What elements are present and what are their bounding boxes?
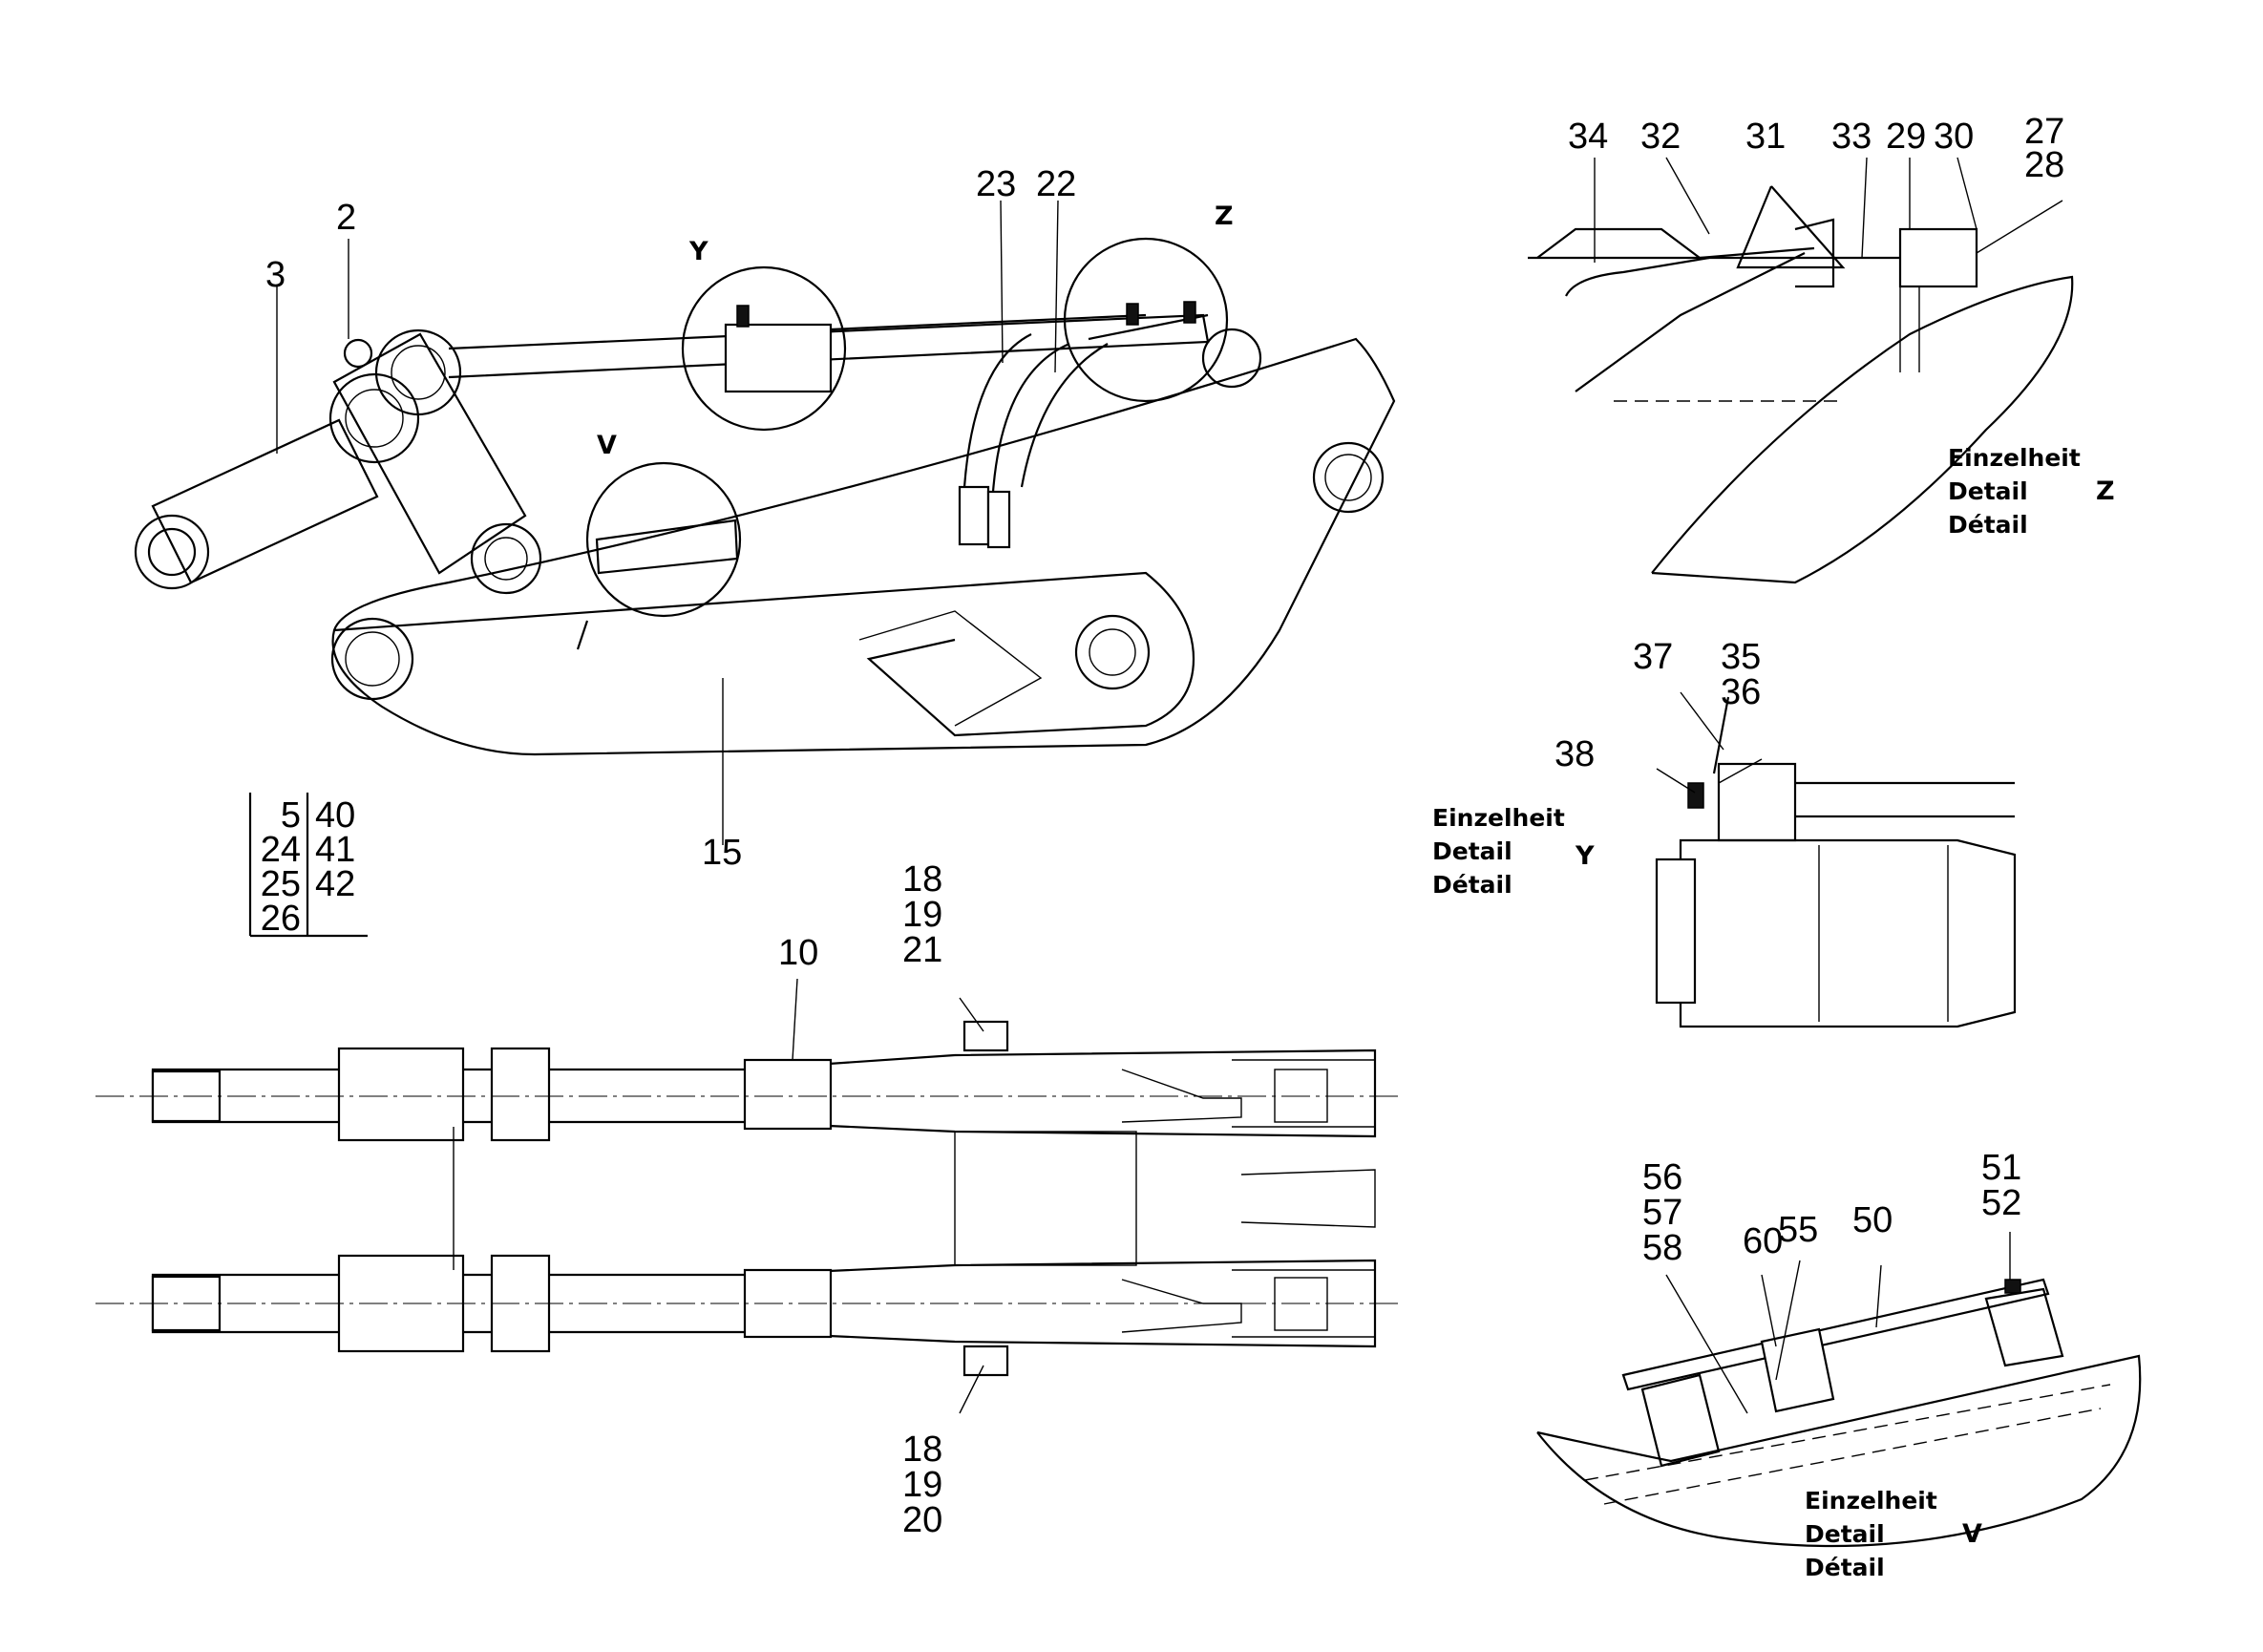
- leader-lines: [276, 157, 2063, 1414]
- detail-z-line1: Einzelheit: [1948, 444, 2081, 472]
- label-18-bottom: 18: [902, 1430, 942, 1470]
- label-31: 31: [1745, 116, 1786, 157]
- label-56: 56: [1642, 1157, 1682, 1197]
- label-19-bottom: 19: [902, 1465, 942, 1505]
- label-10: 10: [778, 933, 818, 973]
- label-3: 3: [265, 255, 286, 295]
- view-marker-v: V: [597, 431, 617, 460]
- label-29: 29: [1886, 116, 1926, 157]
- top-view-boom: [95, 1020, 1404, 1377]
- parts-table: 5 24 25 26 40 41 42: [248, 793, 368, 939]
- label-28: 28: [2024, 145, 2064, 185]
- label-27: 27: [2024, 112, 2064, 152]
- detail-z-drawing: [1528, 185, 2074, 584]
- label-55: 55: [1778, 1210, 1818, 1250]
- detail-caption-z: Einzelheit Detail Détail Z: [1948, 444, 2115, 539]
- parts-table-right-3: 42: [315, 864, 355, 904]
- detail-caption-v: Einzelheit Detail Détail V: [1805, 1487, 1982, 1581]
- label-21: 21: [902, 930, 942, 970]
- parts-table-left-4: 26: [261, 899, 301, 939]
- label-38: 38: [1554, 734, 1595, 774]
- label-57: 57: [1642, 1193, 1682, 1233]
- detail-z-letter: Z: [2096, 477, 2115, 506]
- detail-y-drawing: [1655, 696, 2017, 1028]
- label-37: 37: [1633, 637, 1673, 677]
- detail-caption-y: Einzelheit Detail Détail Y: [1432, 804, 1595, 899]
- detail-v-drawing: [1536, 1278, 2142, 1548]
- label-33: 33: [1831, 116, 1872, 157]
- label-32: 32: [1640, 116, 1681, 157]
- label-50: 50: [1852, 1200, 1893, 1240]
- label-18-top: 18: [902, 859, 942, 900]
- label-51: 51: [1981, 1148, 2021, 1188]
- label-19-top: 19: [902, 895, 942, 935]
- label-52: 52: [1981, 1183, 2021, 1223]
- detail-v-letter: V: [1962, 1519, 1982, 1549]
- label-23: 23: [976, 164, 1016, 204]
- detail-v-line1: Einzelheit: [1805, 1487, 1937, 1514]
- detail-z-line3: Détail: [1948, 511, 2028, 539]
- label-60: 60: [1743, 1221, 1783, 1261]
- detail-z-line2: Detail: [1948, 477, 2028, 505]
- label-30: 30: [1934, 116, 1974, 157]
- label-22: 22: [1036, 164, 1076, 204]
- side-view-boom: [134, 237, 1396, 756]
- parts-table-right-1: 40: [315, 795, 355, 836]
- label-2: 2: [336, 198, 356, 238]
- parts-table-right-2: 41: [315, 830, 355, 870]
- detail-y-line1: Einzelheit: [1432, 804, 1565, 832]
- detail-y-line3: Détail: [1432, 871, 1512, 899]
- detail-y-line2: Detail: [1432, 837, 1512, 865]
- label-15: 15: [702, 833, 742, 873]
- view-marker-y: Y: [688, 237, 709, 266]
- detail-v-line2: Detail: [1805, 1520, 1885, 1548]
- label-35: 35: [1721, 637, 1761, 677]
- view-marker-z: Z: [1215, 201, 1234, 231]
- parts-table-left-3: 25: [261, 864, 301, 904]
- detail-y-letter: Y: [1575, 841, 1595, 871]
- label-20: 20: [902, 1500, 942, 1540]
- detail-v-line3: Détail: [1805, 1554, 1885, 1581]
- label-36: 36: [1721, 672, 1761, 712]
- parts-table-left-1: 5: [281, 795, 301, 836]
- label-58: 58: [1642, 1228, 1682, 1268]
- parts-table-left-2: 24: [261, 830, 301, 870]
- label-34: 34: [1568, 116, 1608, 157]
